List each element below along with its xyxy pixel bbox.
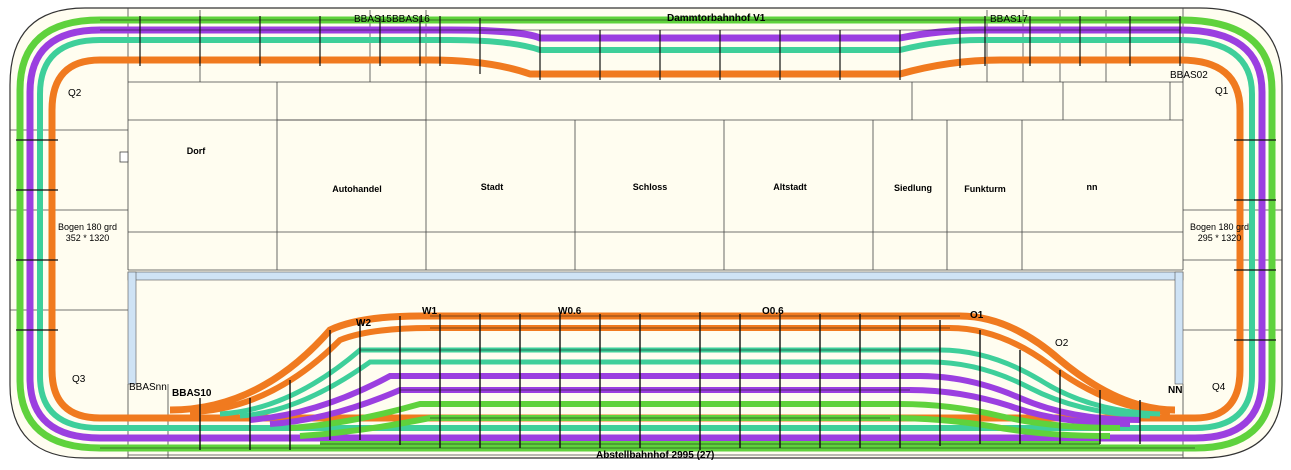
track-green-outer bbox=[16, 16, 1276, 452]
side-markers bbox=[16, 139, 1276, 341]
top-markers bbox=[139, 16, 1181, 80]
left-curve-line1: Bogen 180 grd bbox=[58, 222, 118, 232]
module-autohandel: Autohandel bbox=[332, 184, 382, 194]
yard-green-1 bbox=[289, 401, 1121, 431]
label-o2: O2 bbox=[1055, 338, 1069, 349]
left-curve-line2: 352 * 1320 bbox=[65, 233, 110, 243]
module-schloss: Schloss bbox=[632, 182, 668, 192]
yard-orange-upper bbox=[169, 312, 1176, 414]
module-altstadt: Altstadt bbox=[773, 182, 807, 192]
bottom-station-title: Abstellbahnhof 2995 (27) bbox=[596, 450, 715, 461]
label-o06: O0.6 bbox=[762, 306, 784, 317]
right-curve-label: Bogen 180 grd 295 * 1320 bbox=[1190, 222, 1249, 244]
label-bbas16: BBAS16 bbox=[392, 14, 430, 25]
label-bbas02: BBAS02 bbox=[1170, 70, 1208, 81]
label-w1: W1 bbox=[422, 306, 437, 317]
label-q2: Q2 bbox=[68, 88, 82, 99]
label-bbasnn: BBASnn bbox=[129, 382, 167, 393]
module-nn: nn bbox=[1086, 182, 1098, 192]
label-bbas10: BBAS10 bbox=[172, 388, 212, 399]
left-curve-label: Bogen 180 grd 352 * 1320 bbox=[58, 222, 117, 244]
yard-teal-1 bbox=[219, 347, 1161, 417]
label-q1: Q1 bbox=[1215, 86, 1229, 97]
yard-green-2 bbox=[299, 415, 1111, 439]
label-bbas17: BBAS17 bbox=[990, 14, 1028, 25]
label-o1: O1 bbox=[970, 310, 984, 321]
yard-purple-2 bbox=[269, 387, 1131, 427]
rail-lines bbox=[100, 19, 1195, 449]
label-q4: Q4 bbox=[1212, 382, 1226, 393]
yard-purple-1 bbox=[249, 373, 1141, 423]
right-curve-line1: Bogen 180 grd bbox=[1190, 222, 1250, 232]
module-stadt: Stadt bbox=[480, 182, 504, 192]
inner-opening bbox=[127, 271, 1184, 385]
label-nn: NN bbox=[1168, 385, 1183, 396]
label-w2: W2 bbox=[356, 318, 371, 329]
module-dorf: Dorf bbox=[186, 146, 206, 156]
top-station-title: Dammtorbahnhof V1 bbox=[667, 13, 766, 24]
module-funkturm: Funkturm bbox=[964, 184, 1006, 194]
yard-teal-2 bbox=[239, 359, 1151, 419]
baseboard-outline bbox=[9, 7, 1283, 459]
track-orange bbox=[48, 56, 1244, 422]
module-siedlung: Siedlung bbox=[894, 183, 932, 193]
label-bbas15: BBAS15 bbox=[354, 14, 392, 25]
label-q3: Q3 bbox=[72, 374, 86, 385]
label-w06: W0.6 bbox=[558, 306, 582, 317]
right-curve-line2: 295 * 1320 bbox=[1197, 233, 1242, 243]
turnout-markers bbox=[199, 312, 1141, 450]
